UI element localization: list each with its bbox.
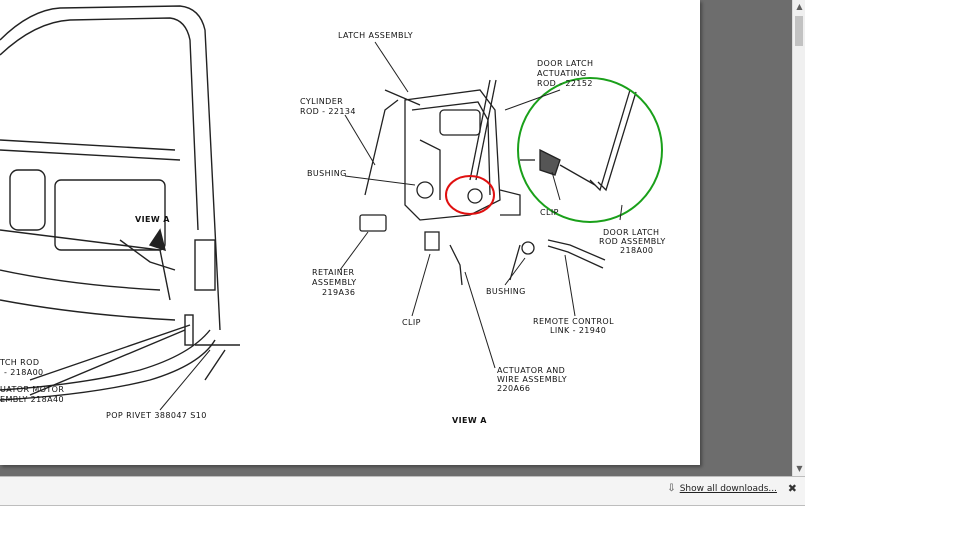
label-actuator-wire-2: WIRE ASSEMBLY — [497, 375, 567, 384]
label-clip-bottom: CLIP — [402, 318, 421, 327]
scroll-thumb[interactable] — [795, 16, 803, 46]
label-bushing-right: BUSHING — [486, 287, 526, 296]
label-door-latch-actuating-2: ACTUATING — [537, 69, 587, 78]
label-latch-rod-2: - 218A00 — [4, 368, 44, 377]
label-door-latch-rod-2: ROD ASSEMBLY — [599, 237, 666, 246]
label-door-latch-actuating-1: DOOR LATCH — [537, 59, 593, 68]
latch-assembly-drawing — [359, 79, 637, 286]
label-retainer-3: 219A36 — [322, 288, 355, 297]
label-actuator-wire-1: ACTUATOR AND — [497, 366, 565, 375]
label-cylinder-rod-1: CYLINDER — [300, 97, 343, 106]
label-retainer-1: RETAINER — [312, 268, 355, 277]
label-remote-control-2: LINK - 21940 — [550, 326, 606, 335]
document-viewport: LATCH ASSEMBLY DOOR LATCH ACTUATING ROD … — [0, 0, 805, 476]
scroll-up-icon[interactable]: ▲ — [796, 2, 803, 11]
vertical-scrollbar[interactable]: ▲ ▼ — [792, 0, 805, 476]
label-actuator-motor-1: UATOR MOTOR — [0, 385, 64, 394]
label-clip-right: CLIP — [540, 208, 559, 217]
label-pop-rivet: POP RIVET 388047 S10 — [106, 411, 207, 420]
green-highlight-circle — [517, 77, 663, 223]
downloads-bar: ⇩ Show all downloads... ✖ — [0, 476, 805, 506]
door-latch-diagram: LATCH ASSEMBLY DOOR LATCH ACTUATING ROD … — [0, 5, 666, 425]
label-view-a-arrow: VIEW A — [135, 215, 170, 224]
scroll-down-icon[interactable]: ▼ — [796, 464, 803, 473]
label-view-a-caption: VIEW A — [452, 416, 487, 425]
label-actuator-motor-2: EMBLY 218A40 — [0, 395, 64, 404]
label-actuator-wire-3: 220A66 — [497, 384, 530, 393]
label-remote-control-1: REMOTE CONTROL — [533, 317, 614, 326]
show-all-downloads-label[interactable]: Show all downloads... — [679, 483, 777, 494]
label-bushing-left: BUSHING — [307, 169, 347, 178]
label-latch-assembly: LATCH ASSEMBLY — [338, 31, 413, 40]
download-icon: ⇩ — [667, 483, 676, 494]
leader-lines — [159, 41, 623, 411]
label-cylinder-rod-2: ROD - 22134 — [300, 107, 356, 116]
diagram-page: LATCH ASSEMBLY DOOR LATCH ACTUATING ROD … — [0, 0, 700, 465]
label-door-latch-rod-3: 218A00 — [620, 246, 653, 255]
label-retainer-2: ASSEMBLY — [312, 278, 357, 287]
show-all-downloads-link[interactable]: ⇩ Show all downloads... — [667, 483, 777, 494]
door-panel-drawing — [0, 5, 240, 401]
label-door-latch-actuating-3: ROD - 22152 — [537, 79, 593, 88]
label-latch-rod-1: TCH ROD — [0, 358, 39, 367]
close-icon[interactable]: ✖ — [787, 482, 797, 495]
red-highlight-circle — [445, 175, 495, 215]
label-door-latch-rod-1: DOOR LATCH — [603, 228, 659, 237]
